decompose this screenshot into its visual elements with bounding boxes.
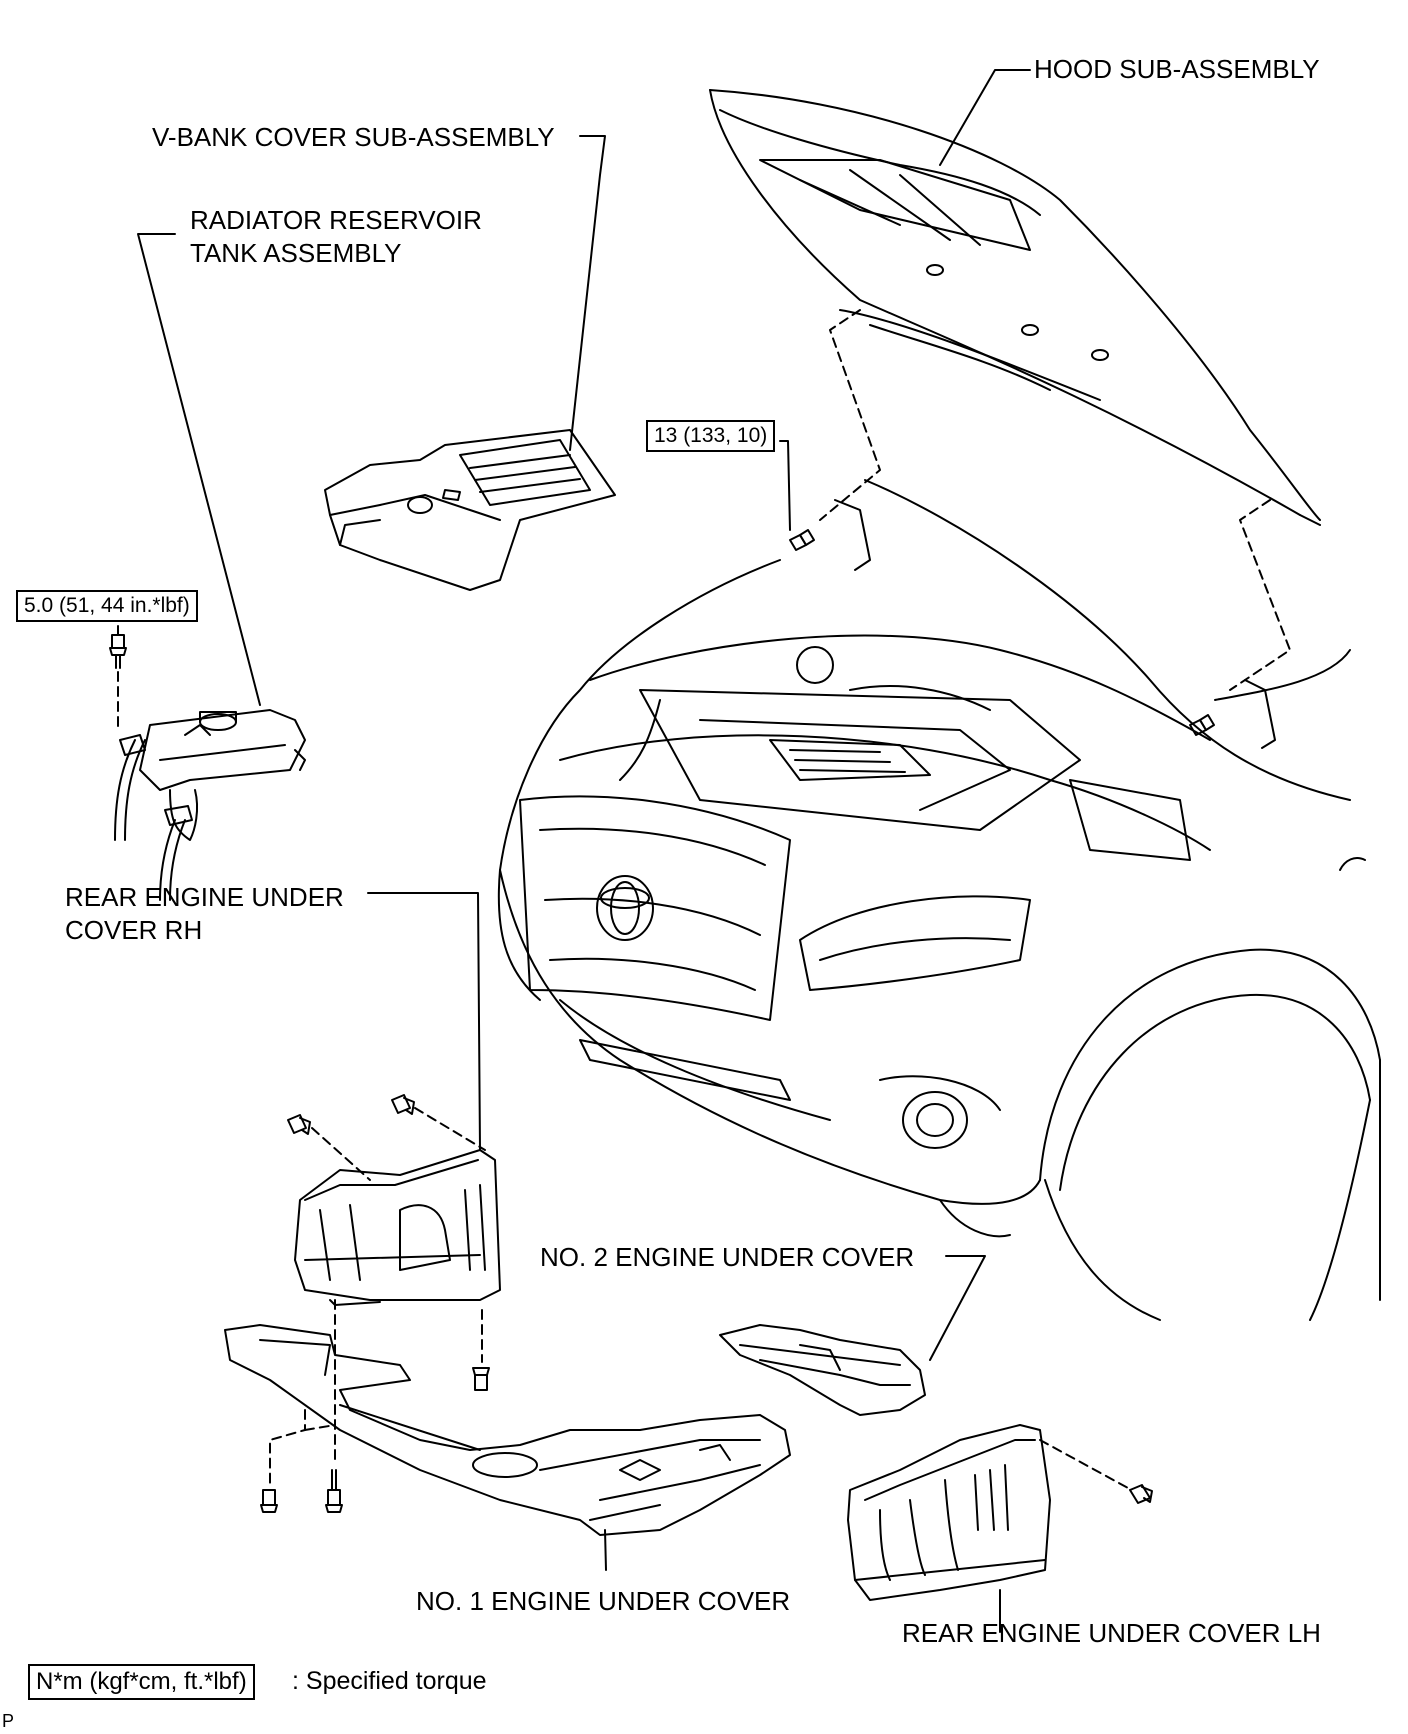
no2-under-cover-drawing	[719, 1324, 926, 1416]
hood-bolt-left	[789, 529, 815, 551]
lh-bolt	[1129, 1484, 1153, 1504]
no2-engine-under-cover-label: NO. 2 ENGINE UNDER COVER	[540, 1242, 915, 1272]
hood-bolt-right	[1189, 714, 1215, 736]
rear-under-cover-lh-drawing	[847, 1424, 1051, 1601]
vehicle-front-drawing	[497, 479, 1381, 1321]
reservoir-bolt-torque-box: 5.0 (51, 44 in.*lbf)	[16, 590, 198, 622]
rear-under-cover-rh-label-line1: REAR ENGINE UNDER	[65, 882, 344, 912]
radiator-reservoir-label-line2: TANK ASSEMBLY	[190, 238, 402, 268]
rh-bolt-guides	[311, 1107, 486, 1363]
hood-sub-assembly-label: HOOD SUB-ASSEMBLY	[1034, 54, 1320, 84]
hood-bolt-torque-box: 13 (133, 10)	[646, 420, 776, 452]
v-bank-cover-label: V-BANK COVER SUB-ASSEMBLY	[152, 122, 555, 152]
no1-under-cover-drawing	[224, 1324, 791, 1536]
torque-legend-unit-box: N*m (kgf*cm, ft.*lbf)	[28, 1664, 255, 1700]
hood-hinge-guides	[819, 309, 1291, 691]
rear-under-cover-rh-drawing	[294, 1149, 501, 1306]
v-bank-cover-drawing	[324, 429, 616, 591]
hood-drawing	[709, 89, 1321, 526]
hood-hinge-brackets	[834, 499, 1276, 749]
no1-engine-under-cover-label: NO. 1 ENGINE UNDER COVER	[416, 1586, 791, 1616]
rear-under-cover-lh-label: REAR ENGINE UNDER COVER LH	[902, 1618, 1321, 1648]
radiator-reservoir-label-line1: RADIATOR RESERVOIR	[190, 205, 482, 235]
rh-bolts	[287, 1094, 490, 1391]
rear-under-cover-rh-label-line2: COVER RH	[65, 915, 203, 945]
radiator-reservoir-drawing	[114, 709, 306, 901]
lh-bolt-guide	[1039, 1439, 1129, 1489]
torque-legend-meaning: : Specified torque	[292, 1667, 487, 1695]
no1-bolt-guides	[269, 1299, 336, 1486]
footer-code: P	[2, 1711, 15, 1731]
leader-lines	[117, 69, 1031, 1633]
no1-bolts	[260, 1469, 343, 1513]
reservoir-bolt	[109, 634, 127, 669]
